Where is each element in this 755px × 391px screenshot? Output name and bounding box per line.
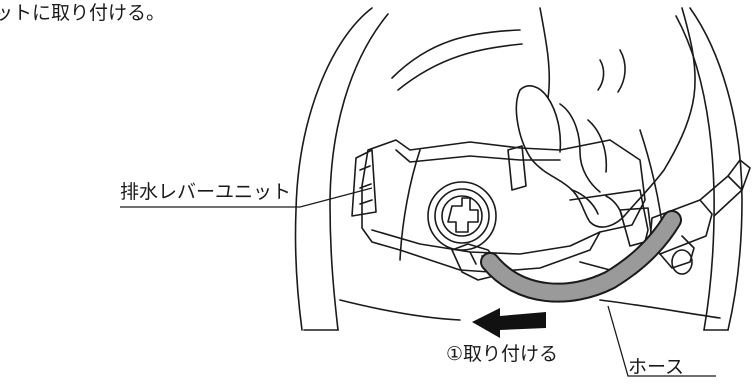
lever-unit-body (361, 139, 646, 273)
hand-thumb (571, 189, 623, 217)
drain-lever-unit-label: 排水レバーユニット (120, 181, 292, 203)
tank-back-wall (391, 29, 521, 79)
lever-unit-top-ledge (395, 149, 561, 163)
arrow-left-icon (472, 308, 546, 338)
tank-shell-right-inner (675, 15, 715, 331)
drain-cross (447, 197, 479, 233)
lever-unit-side-block (507, 145, 527, 191)
caption-text: ットに取り付ける。 (0, 2, 166, 24)
hand-finger-3 (587, 119, 608, 173)
valve-cap (727, 159, 751, 191)
tank-shell-left-inner (329, 13, 389, 331)
lever-unit-flange (351, 149, 377, 217)
drain-ring-mid (434, 188, 490, 244)
inner-ridge-left (399, 149, 421, 261)
tank-shell-left (294, 7, 373, 331)
valve-nut-face (671, 249, 693, 275)
hose-fill (482, 212, 680, 301)
tank-back-wall-2 (397, 43, 523, 91)
leader-lever-unit (120, 187, 373, 208)
lever-unit-lower-edge (371, 229, 601, 255)
valve-stem (699, 175, 743, 217)
drain-ring-outer (427, 181, 497, 251)
hose-label: ホース (628, 356, 685, 378)
hand-finger-1 (547, 97, 562, 153)
hand-knuckles (597, 49, 626, 93)
attach-step-label: ①取り付ける (446, 343, 559, 365)
drain-ring-inner (441, 195, 483, 237)
lever-unit-flange-detail (359, 165, 373, 205)
bottom-ridge (339, 299, 461, 321)
leader-hose (607, 305, 716, 377)
valve-nut (659, 235, 695, 269)
hand-outline (515, 7, 696, 228)
tank-shell-right (689, 7, 743, 331)
bottom-ridge-right (599, 299, 721, 319)
hand-finger-2 (559, 103, 601, 193)
